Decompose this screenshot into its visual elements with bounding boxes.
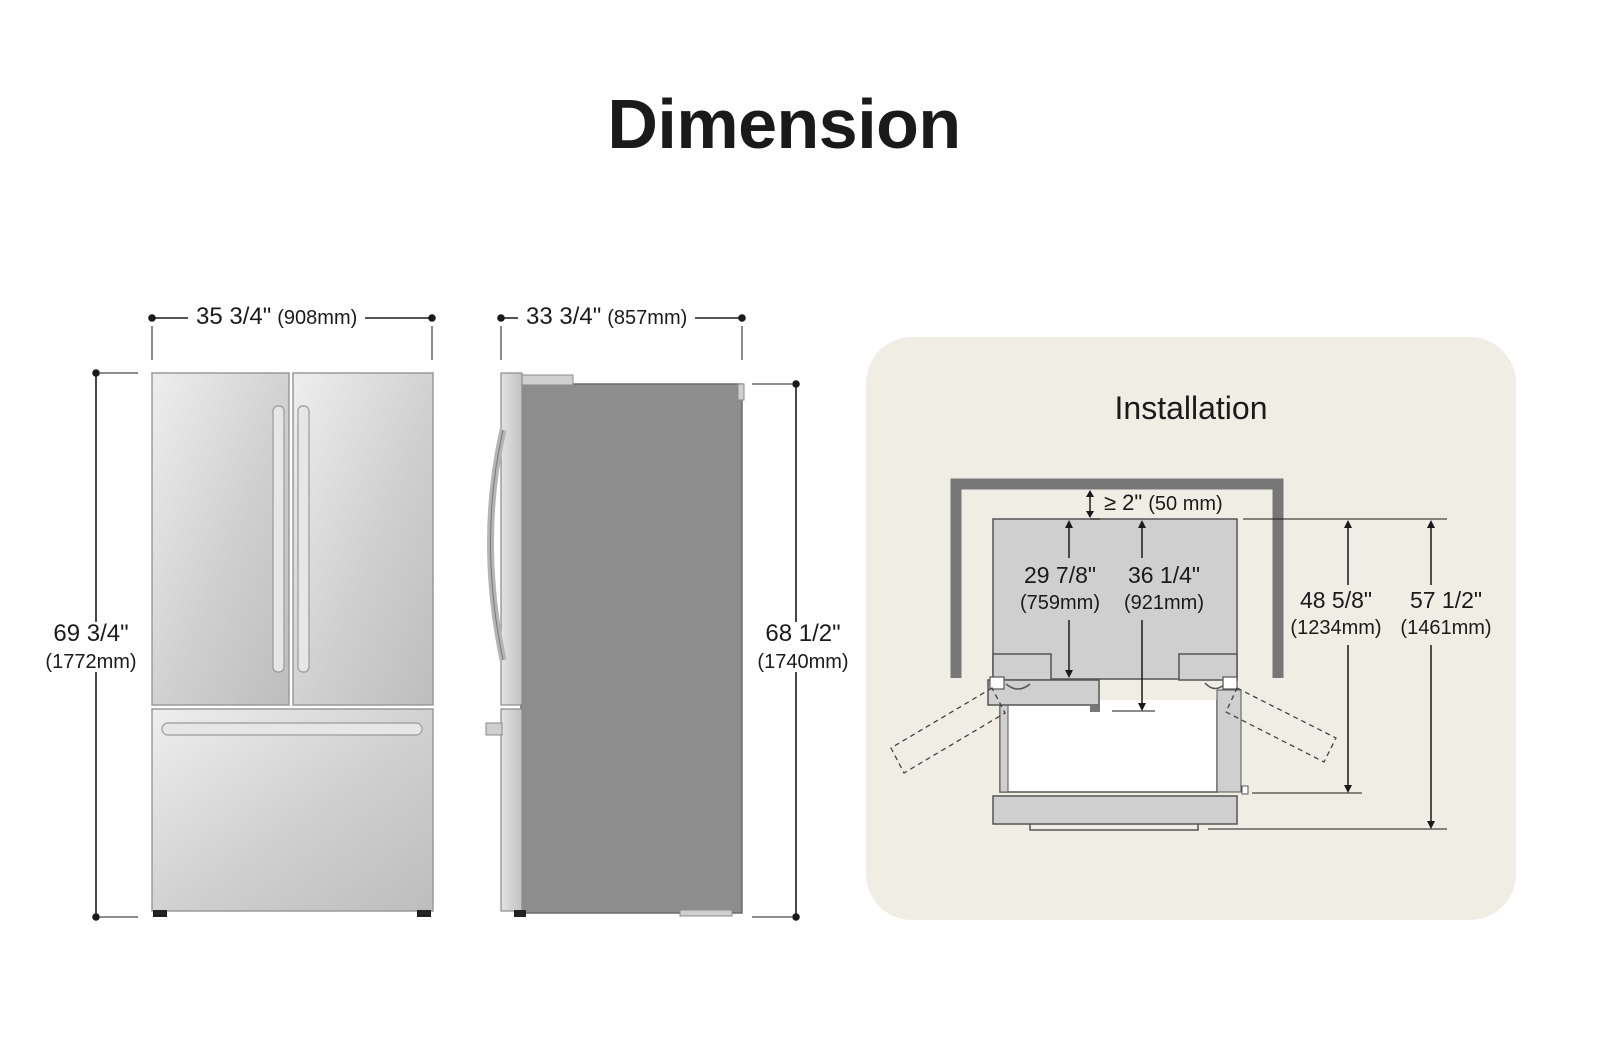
depth-b-mm: (921mm) (1123, 592, 1204, 614)
lower-door-edge (500, 708, 523, 912)
page-title: Dimension (607, 85, 961, 163)
depth-d-mm: (1461mm) (1400, 617, 1492, 639)
depth-a-label: 29 7/8" (759mm) (1010, 562, 1110, 614)
front-width-inches: 35 3/4" (196, 303, 272, 330)
left-door (151, 372, 290, 706)
depth-b-inches: 36 1/4" (1127, 562, 1201, 588)
front-foot-right (417, 910, 431, 917)
side-height-inches: 68 1/2" (765, 620, 841, 647)
side-height-mm: (1740mm) (757, 651, 849, 673)
depth-a-mm: (759mm) (1019, 592, 1100, 614)
side-height-label: 68 1/2" (1740mm) (748, 622, 858, 672)
clearance-label: ≥ 2" (50 mm) (1104, 490, 1223, 515)
front-foot-left (153, 910, 167, 917)
clearance-inches: ≥ 2" (1104, 490, 1143, 515)
fridge-base (992, 795, 1238, 825)
front-height-inches: 69 3/4" (53, 620, 129, 647)
depth-c-mm: (1234mm) (1290, 617, 1382, 639)
fridge-body-top (992, 518, 1238, 680)
front-width-label: 35 3/4" (908mm) (188, 303, 366, 330)
upper-door-edge (500, 372, 523, 706)
side-foot-back (679, 909, 733, 917)
side-depth-label: 33 3/4" (857mm) (518, 303, 696, 330)
installation-title: Installation (1114, 390, 1268, 426)
side-depth-inches: 33 3/4" (526, 303, 602, 330)
right-door (292, 372, 434, 706)
freezer-drawer (151, 708, 434, 912)
left-door-swing (890, 687, 1006, 774)
side-view (485, 372, 745, 917)
depth-c-inches: 48 5/8" (1299, 587, 1373, 613)
back-cap (737, 383, 745, 401)
front-height-mm: (1772mm) (45, 651, 137, 673)
drawer-handle-tab (485, 722, 503, 736)
wall-recess (950, 478, 1284, 678)
clearance-mm: (50 mm) (1148, 493, 1223, 515)
front-view (151, 372, 434, 917)
front-width-mm: (908mm) (277, 307, 358, 329)
depth-a-inches: 29 7/8" (1023, 562, 1097, 588)
left-door-handle (272, 405, 285, 673)
freezer-handle (161, 722, 423, 736)
depth-d-inches: 57 1/2" (1409, 587, 1483, 613)
front-height-label: 69 3/4" (1772mm) (36, 622, 146, 672)
side-body (520, 383, 743, 914)
installation-diagram (890, 478, 1337, 831)
installation-dimensions (1065, 490, 1447, 830)
side-depth-mm: (857mm) (607, 307, 688, 329)
depth-c-label: 48 5/8" (1234mm) (1284, 587, 1388, 639)
right-door-handle (297, 405, 310, 673)
right-door-swing (1225, 687, 1337, 763)
depth-d-label: 57 1/2" (1461mm) (1394, 587, 1498, 639)
side-foot-front (514, 910, 526, 917)
depth-b-label: 36 1/4" (921mm) (1114, 562, 1214, 614)
